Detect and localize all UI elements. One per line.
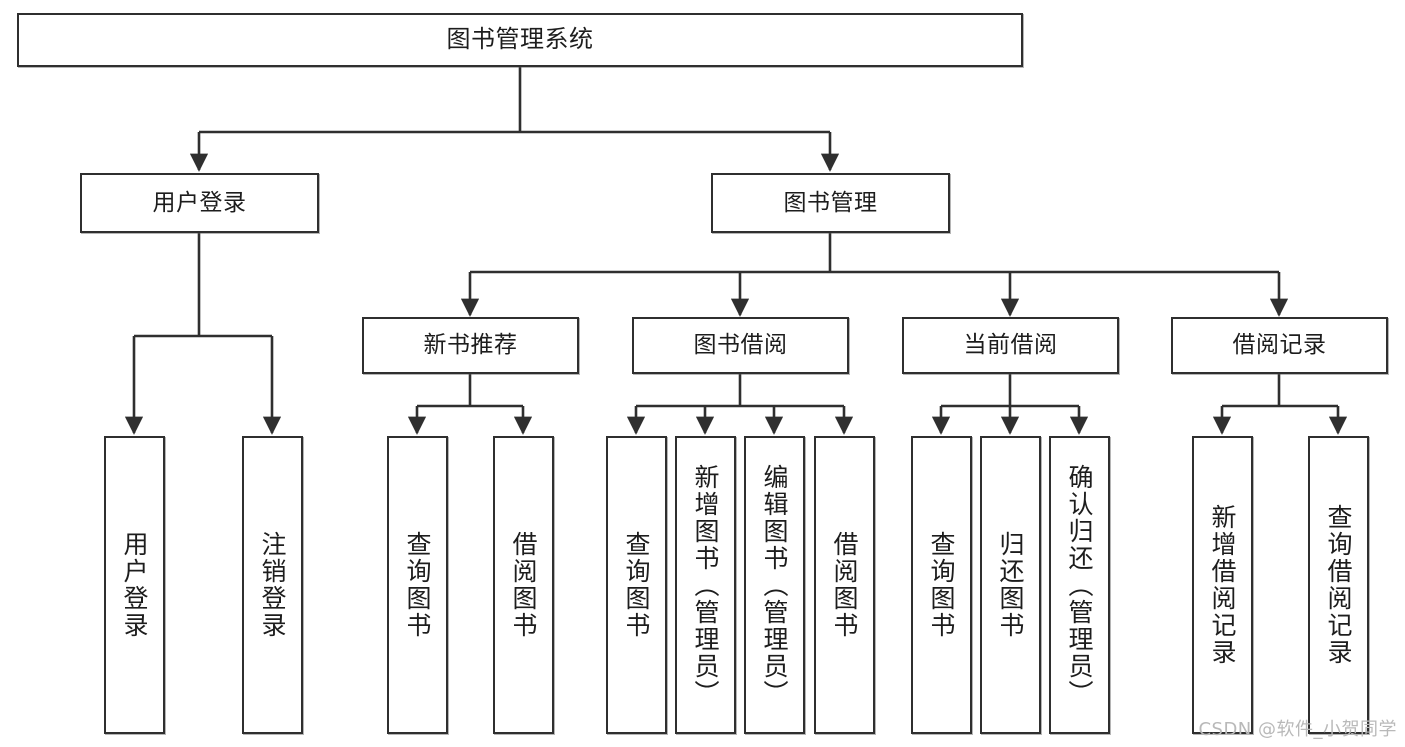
node-label: 图书借阅 xyxy=(693,332,788,359)
node-label: 新增借阅记录 xyxy=(1208,504,1237,666)
node-label: 图书管理 xyxy=(783,189,878,216)
node-leaf-add-book[interactable]: 新增图书（管理员） xyxy=(675,436,736,734)
node-label: 确认归还（管理员） xyxy=(1065,463,1094,707)
node-label: 用户登录 xyxy=(120,531,149,639)
node-leaf-query-book-2[interactable]: 查询图书 xyxy=(606,436,667,734)
node-label: 查询借阅记录 xyxy=(1324,504,1353,666)
node-label: 借阅记录 xyxy=(1232,332,1327,359)
node-borrow-record[interactable]: 借阅记录 xyxy=(1171,317,1388,374)
node-label: 查询图书 xyxy=(927,531,956,639)
node-leaf-borrow-book-2[interactable]: 借阅图书 xyxy=(814,436,875,734)
node-leaf-query-record[interactable]: 查询借阅记录 xyxy=(1308,436,1369,734)
node-label: 用户登录 xyxy=(152,189,247,216)
node-label: 借阅图书 xyxy=(830,531,859,639)
node-book-borrow[interactable]: 图书借阅 xyxy=(632,317,849,374)
node-label: 编辑图书（管理员） xyxy=(760,463,789,707)
node-root-system[interactable]: 图书管理系统 xyxy=(17,13,1023,67)
node-label: 归还图书 xyxy=(996,531,1025,639)
node-label: 借阅图书 xyxy=(509,531,538,639)
node-leaf-return-book[interactable]: 归还图书 xyxy=(980,436,1041,734)
node-leaf-logout-login[interactable]: 注销登录 xyxy=(242,436,303,734)
node-label: 查询图书 xyxy=(403,531,432,639)
node-book-manage[interactable]: 图书管理 xyxy=(711,173,950,233)
node-new-book-recommend[interactable]: 新书推荐 xyxy=(362,317,579,374)
node-leaf-borrow-book-1[interactable]: 借阅图书 xyxy=(493,436,554,734)
watermark-text: CSDN @软件_小贺同学 xyxy=(1198,719,1397,740)
node-leaf-user-login[interactable]: 用户登录 xyxy=(104,436,165,734)
node-label: 当前借阅 xyxy=(963,332,1058,359)
node-user-login[interactable]: 用户登录 xyxy=(80,173,319,233)
node-leaf-query-book-1[interactable]: 查询图书 xyxy=(387,436,448,734)
node-label: 新书推荐 xyxy=(423,332,518,359)
node-leaf-edit-book[interactable]: 编辑图书（管理员） xyxy=(744,436,805,734)
node-label: 查询图书 xyxy=(622,531,651,639)
node-label: 新增图书（管理员） xyxy=(691,463,720,707)
node-current-borrow[interactable]: 当前借阅 xyxy=(902,317,1119,374)
node-label: 注销登录 xyxy=(258,531,287,639)
node-leaf-confirm-return[interactable]: 确认归还（管理员） xyxy=(1049,436,1110,734)
node-leaf-query-book-3[interactable]: 查询图书 xyxy=(911,436,972,734)
node-leaf-add-record[interactable]: 新增借阅记录 xyxy=(1192,436,1253,734)
node-label: 图书管理系统 xyxy=(446,25,594,54)
